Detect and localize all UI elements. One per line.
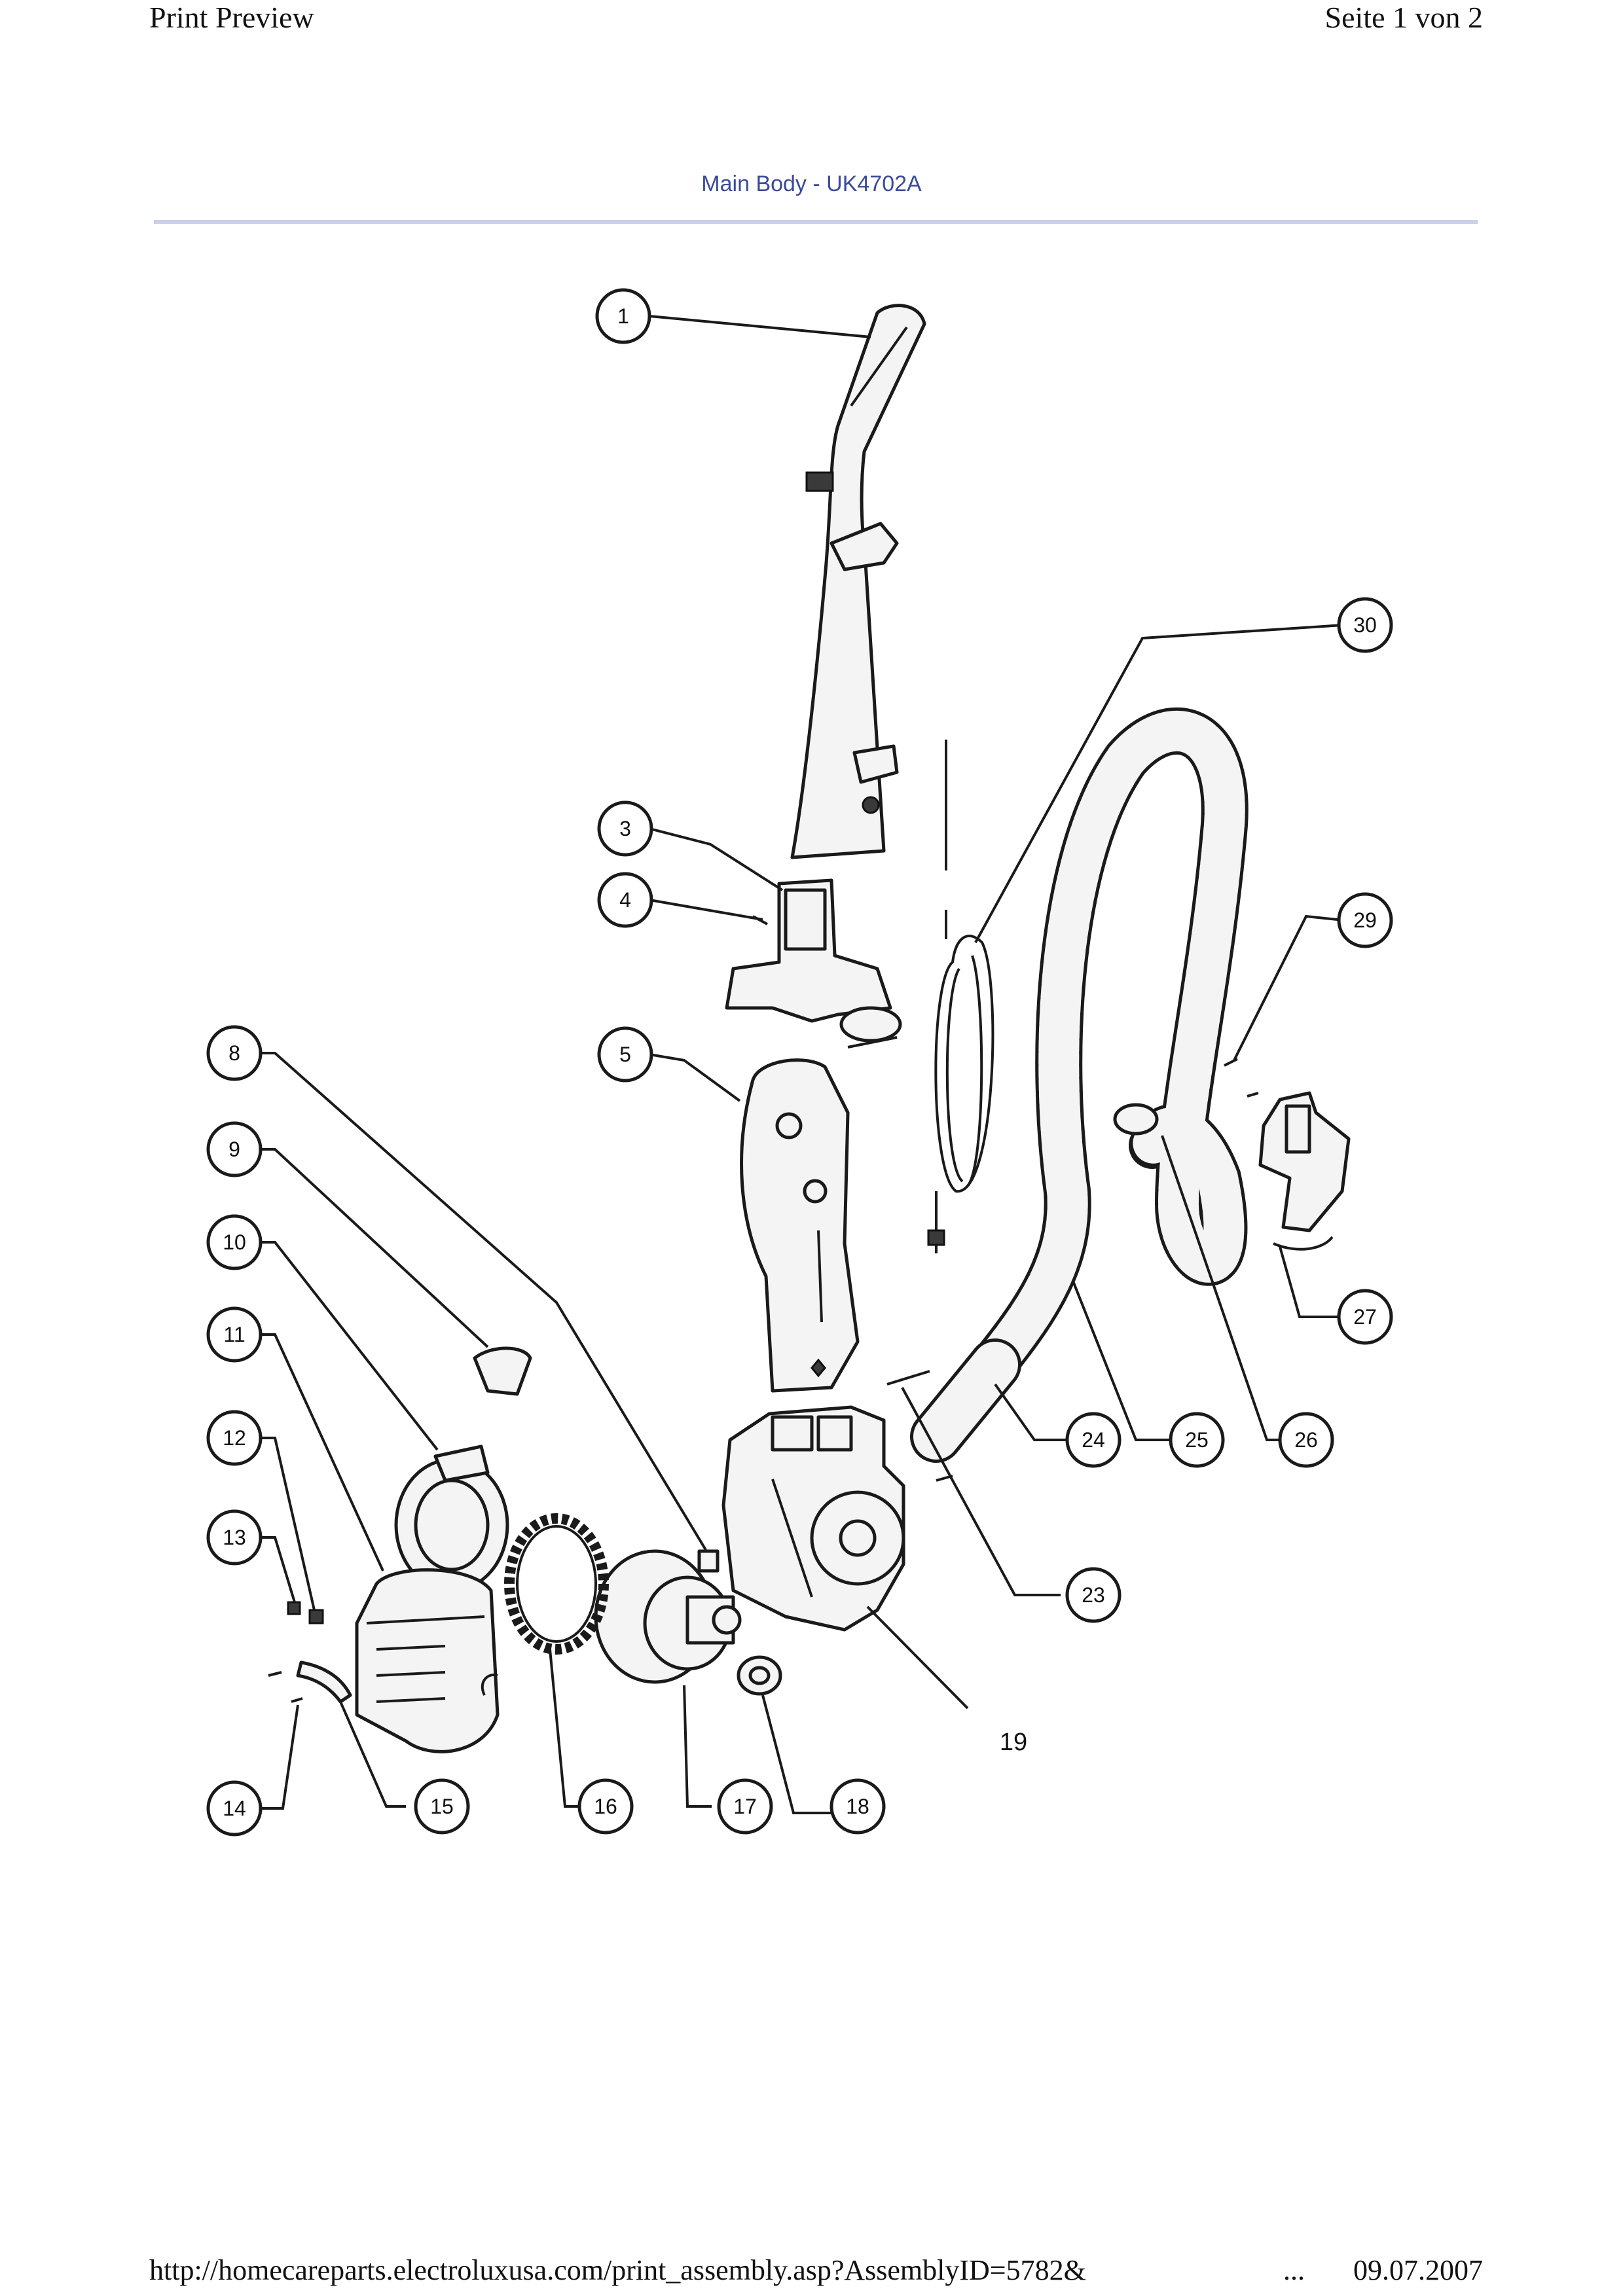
- part-27-hose-holder: [1224, 1058, 1351, 1251]
- part-10-filter-cover: [394, 1444, 509, 1592]
- callout-10: 10: [206, 1214, 263, 1270]
- part-17-motor: [594, 1549, 742, 1684]
- part-11-dust-cup: [355, 1568, 500, 1753]
- svg-text:27: 27: [1353, 1305, 1377, 1329]
- svg-text:9: 9: [228, 1138, 240, 1161]
- svg-text:3: 3: [619, 817, 631, 840]
- svg-text:23: 23: [1082, 1583, 1105, 1607]
- svg-text:5: 5: [619, 1043, 631, 1066]
- part-19-main-base: [721, 1405, 905, 1632]
- callout-25: 25: [1169, 1412, 1225, 1468]
- part-9-tab: [473, 1346, 532, 1396]
- footer-url: http://homecareparts.electroluxusa.com/p…: [149, 2254, 1086, 2286]
- leader-lines: [260, 315, 1344, 1814]
- svg-text:24: 24: [1082, 1428, 1105, 1452]
- footer-ellipsis: ...: [1283, 2254, 1305, 2286]
- svg-text:30: 30: [1353, 613, 1377, 637]
- callout-29: 29: [1337, 892, 1393, 948]
- svg-text:16: 16: [594, 1795, 617, 1818]
- svg-text:1: 1: [617, 304, 629, 328]
- svg-text:11: 11: [223, 1323, 245, 1346]
- callout-16: 16: [577, 1778, 634, 1835]
- part-25-hose: [910, 707, 1249, 1463]
- part-16-ring: [504, 1513, 609, 1655]
- callout-3: 3: [597, 800, 653, 857]
- part-8-clip: [697, 1549, 720, 1573]
- part-1-handle: [790, 304, 926, 859]
- callout-19: 19: [1000, 1729, 1027, 1756]
- svg-text:4: 4: [619, 888, 631, 912]
- callout-11: 11: [206, 1306, 263, 1363]
- callout-24: 24: [1065, 1412, 1122, 1468]
- callout-12: 12: [206, 1410, 263, 1466]
- callout-4: 4: [597, 872, 653, 928]
- footer-date: 09.07.2007: [1353, 2254, 1483, 2286]
- part-12-latch: [308, 1609, 324, 1624]
- callout-26: 26: [1278, 1412, 1334, 1468]
- callout-30: 30: [1337, 597, 1393, 653]
- svg-text:25: 25: [1185, 1428, 1209, 1452]
- svg-text:12: 12: [223, 1426, 246, 1450]
- part-3-connector: [725, 878, 902, 1049]
- part-13-spring: [287, 1601, 301, 1615]
- assembly-title: Main Body - UK4702A: [701, 171, 922, 196]
- title-divider: [154, 220, 1478, 224]
- callout-1: 1: [595, 288, 651, 344]
- svg-text:14: 14: [223, 1797, 246, 1820]
- header-print-preview: Print Preview: [149, 1, 314, 34]
- callout-17: 17: [717, 1778, 773, 1835]
- hose-end-cuff-icon: [1113, 1103, 1159, 1136]
- label-plate-icon: [805, 471, 834, 492]
- svg-text:13: 13: [223, 1526, 246, 1549]
- callout-15: 15: [414, 1778, 470, 1835]
- svg-text:8: 8: [228, 1041, 240, 1065]
- callout-18: 18: [830, 1778, 886, 1835]
- svg-text:17: 17: [733, 1795, 757, 1818]
- callout-23: 23: [1065, 1567, 1122, 1623]
- callout-14: 14: [206, 1780, 263, 1837]
- callout-13: 13: [206, 1509, 263, 1566]
- svg-text:15: 15: [430, 1795, 454, 1818]
- callout-9: 9: [206, 1121, 263, 1177]
- svg-text:18: 18: [846, 1795, 869, 1818]
- svg-text:29: 29: [1353, 908, 1377, 932]
- callout-8: 8: [206, 1025, 263, 1081]
- svg-text:26: 26: [1294, 1428, 1318, 1452]
- part-15-button: [296, 1660, 352, 1704]
- part-30-power-cord: [927, 740, 994, 1253]
- part-14-screw: [268, 1671, 282, 1677]
- part-5-rear-housing: [740, 1058, 860, 1393]
- header-page-count: Seite 1 von 2: [1324, 1, 1483, 34]
- cord-hook-icon: [830, 522, 899, 571]
- callout-5: 5: [597, 1026, 653, 1083]
- callout-27: 27: [1337, 1289, 1393, 1345]
- svg-text:10: 10: [223, 1230, 246, 1254]
